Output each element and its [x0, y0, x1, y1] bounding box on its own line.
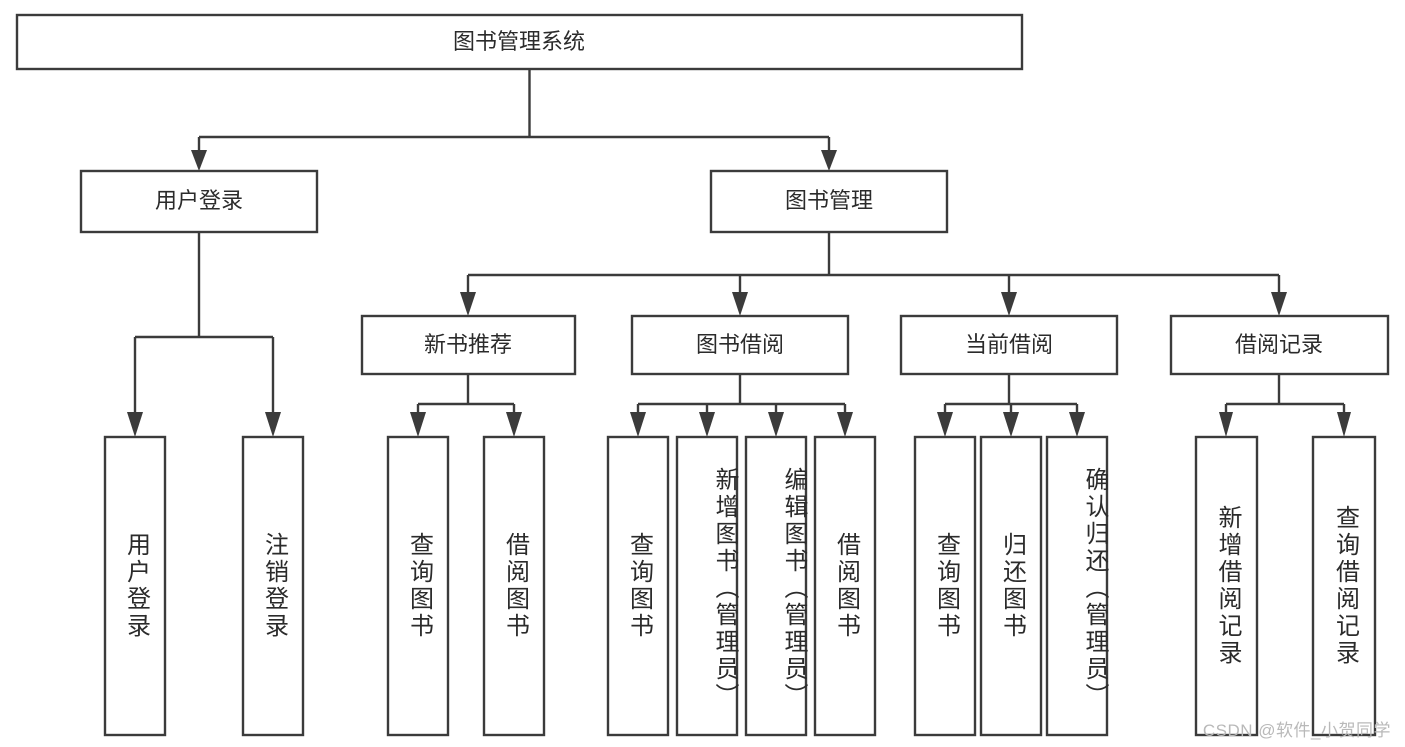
arrowhead-leaf-query-books-recommend: [410, 412, 426, 437]
arrowhead-new-book-recommend: [460, 292, 476, 316]
arrowhead-leaf-add-borrow-record: [1219, 412, 1233, 437]
leaf-borrow-books-recommend-box[interactable]: [482, 435, 546, 737]
node-new-book-recommend[interactable]: 新书推荐: [360, 314, 577, 376]
node-book-borrow-box[interactable]: [630, 314, 850, 376]
node-book-management-label: 图书管理: [785, 188, 873, 213]
node-user-login-box[interactable]: [79, 169, 319, 234]
arrowhead-user-login: [191, 150, 207, 171]
node-root-label: 图书管理系统: [453, 29, 585, 54]
arrowhead-book-management: [821, 150, 837, 171]
node-user-login-label: 用户登录: [155, 188, 243, 213]
leaf-query-books-recommend-box[interactable]: [386, 435, 450, 737]
node-root[interactable]: 图书管理系统: [15, 13, 1024, 71]
node-borrow-record-box[interactable]: [1169, 314, 1390, 376]
arrowhead-leaf-add-book-admin: [699, 412, 715, 437]
node-layer: 图书管理系统 用户登录 图书管理 新书推荐 图书借阅: [15, 13, 1390, 737]
node-current-borrow-label: 当前借阅: [965, 332, 1053, 357]
node-book-borrow-label: 图书借阅: [696, 332, 784, 357]
leaf-query-books-current-box[interactable]: [913, 435, 977, 737]
arrowhead-leaf-borrow-book: [837, 412, 853, 437]
node-book-borrow[interactable]: 图书借阅: [630, 314, 850, 376]
node-user-login[interactable]: 用户登录: [79, 169, 319, 234]
connector-layer: [127, 69, 1351, 437]
leaf-query-borrow-record-box[interactable]: [1311, 435, 1377, 737]
node-current-borrow[interactable]: 当前借阅: [899, 314, 1119, 376]
arrowhead-current-borrow: [1001, 292, 1017, 316]
node-new-book-recommend-box[interactable]: [360, 314, 577, 376]
arrowhead-leaf-query-borrow-record: [1337, 412, 1351, 437]
arrowhead-borrow-record: [1271, 292, 1287, 316]
node-current-borrow-box[interactable]: [899, 314, 1119, 376]
node-borrow-record[interactable]: 借阅记录: [1169, 314, 1390, 376]
leaf-query-books-borrow-box[interactable]: [606, 435, 670, 737]
arrowhead-leaf-borrow-books-recommend: [506, 412, 522, 437]
arrowhead-leaf-query-books-current: [937, 412, 953, 437]
leaf-add-book-admin-box[interactable]: [675, 435, 739, 737]
csdn-watermark: CSDN @软件_小贺同学: [1202, 721, 1391, 740]
arrowhead-leaf-user-login: [127, 412, 143, 437]
node-borrow-record-label: 借阅记录: [1235, 332, 1323, 357]
arrowhead-leaf-confirm-return-admin: [1069, 412, 1085, 437]
leaf-box-layer: [103, 435, 1377, 737]
leaf-confirm-return-admin-box[interactable]: [1045, 435, 1109, 737]
arrowhead-leaf-logout: [265, 412, 281, 437]
leaf-user-login-box[interactable]: [103, 435, 167, 737]
arrowhead-book-borrow: [732, 292, 748, 316]
arrowhead-leaf-query-books-borrow: [630, 412, 646, 437]
node-root-box[interactable]: [15, 13, 1024, 71]
leaf-return-book-box[interactable]: [979, 435, 1043, 737]
arrowhead-leaf-return-book: [1003, 412, 1019, 437]
leaf-add-borrow-record-box[interactable]: [1194, 435, 1259, 737]
node-new-book-recommend-label: 新书推荐: [424, 332, 512, 357]
node-book-management[interactable]: 图书管理: [709, 169, 949, 234]
arrowhead-leaf-edit-book-admin: [768, 412, 784, 437]
node-book-management-box[interactable]: [709, 169, 949, 234]
leaf-edit-book-admin-box[interactable]: [744, 435, 808, 737]
leaf-borrow-book-box[interactable]: [813, 435, 877, 737]
leaf-logout-box[interactable]: [241, 435, 305, 737]
